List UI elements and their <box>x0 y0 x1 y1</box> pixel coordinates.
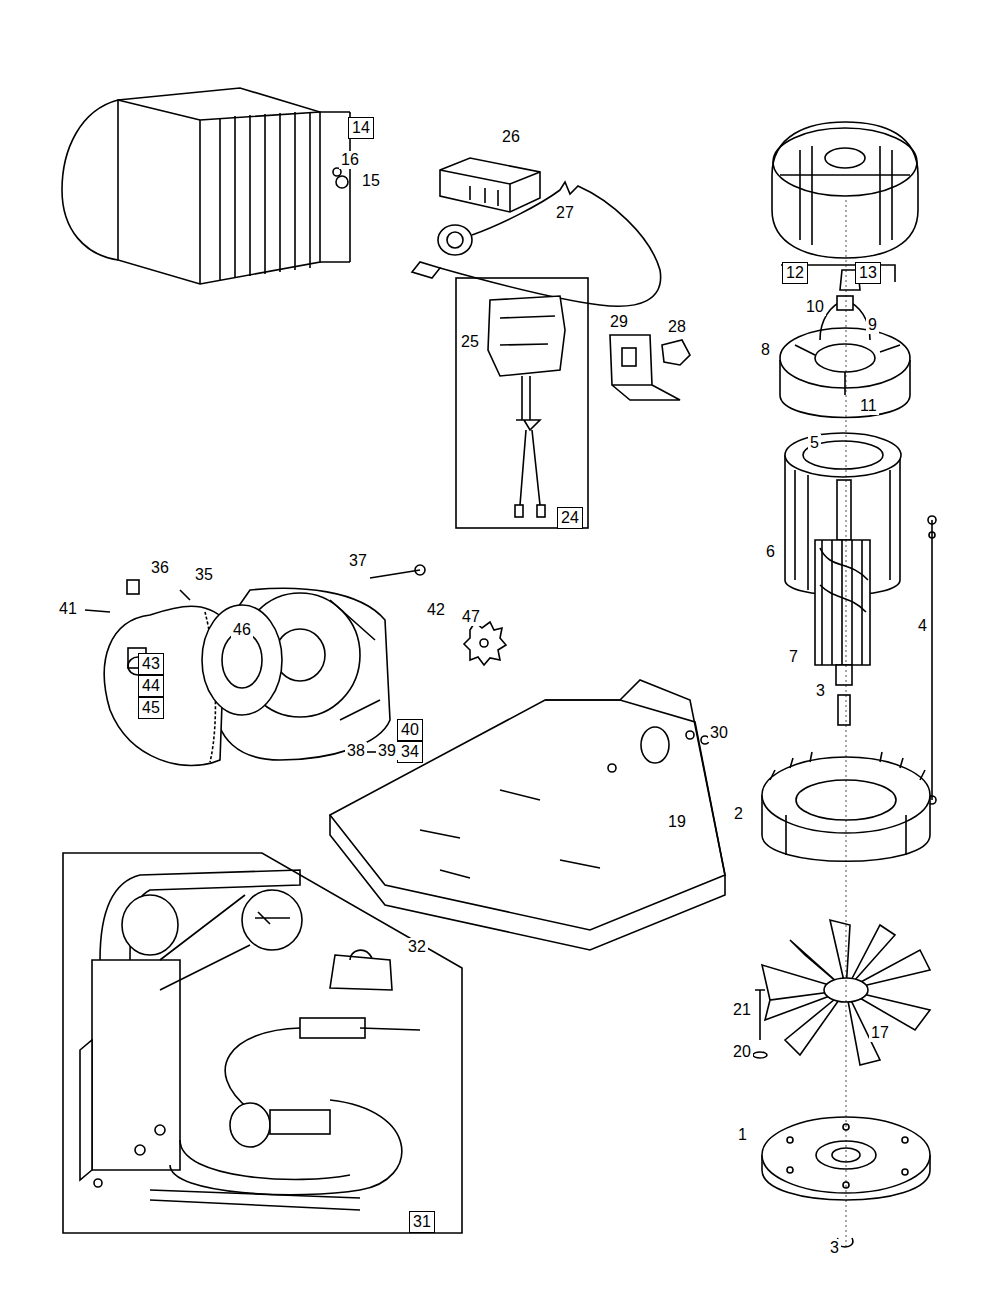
bracket-slot <box>622 348 636 366</box>
position-sensor <box>80 870 420 1210</box>
grommet <box>662 340 690 365</box>
sensor-cable <box>412 182 661 306</box>
callout-number: 25 <box>459 333 481 351</box>
thermal-switch <box>488 296 565 517</box>
callout-number: 27 <box>554 204 576 222</box>
end-cap <box>772 122 918 290</box>
callout-number: 10 <box>804 298 826 316</box>
callout-number: 43 <box>138 653 164 675</box>
callout-number: 35 <box>193 566 215 584</box>
brush-holder <box>780 296 910 418</box>
callout-number: 4 <box>916 617 929 635</box>
assembly-axis <box>846 200 847 1250</box>
gearbox <box>85 565 425 766</box>
callout-number: 17 <box>869 1024 891 1042</box>
washer <box>753 1052 767 1058</box>
callout-number: 26 <box>500 128 522 146</box>
callout-number: 29 <box>608 313 630 331</box>
callout-number: 7 <box>787 648 800 666</box>
callout-number: 39 <box>376 742 398 760</box>
kit-frame <box>63 853 462 1233</box>
pinion-gear <box>464 622 506 665</box>
callout-number: 37 <box>347 552 369 570</box>
callout-number: 47 <box>460 608 482 626</box>
callout-number: 2 <box>732 805 745 823</box>
callout-number: 34 <box>397 741 423 763</box>
callout-number: 21 <box>731 1001 753 1019</box>
callout-number: 9 <box>866 316 879 334</box>
callout-number: 5 <box>808 434 821 452</box>
callout-number: 20 <box>731 1043 753 1061</box>
callout-number: 12 <box>782 262 808 284</box>
callout-number: 42 <box>425 601 447 619</box>
plug-connector <box>440 158 540 212</box>
callout-number: 44 <box>138 675 164 697</box>
tie-rod <box>928 516 936 804</box>
callout-number: 11 <box>858 397 879 415</box>
callout-number: 19 <box>666 813 688 831</box>
callout-number: 14 <box>348 117 374 139</box>
callout-number: 32 <box>406 938 428 956</box>
motor-cover <box>62 88 350 284</box>
mounting-plate <box>330 680 725 950</box>
callout-number: 3 <box>814 682 827 700</box>
callout-number: 24 <box>557 507 583 529</box>
callout-number: 30 <box>708 724 730 742</box>
callout-number: 3 <box>828 1239 841 1257</box>
callout-number: 13 <box>855 262 881 284</box>
callout-number: 46 <box>231 621 253 639</box>
callout-number: 16 <box>339 151 361 169</box>
callout-number: 15 <box>360 172 382 190</box>
callout-number: 28 <box>666 318 688 336</box>
callout-number: 31 <box>409 1211 435 1233</box>
callout-number: 41 <box>57 600 79 618</box>
screw <box>755 990 765 1040</box>
kit-frame <box>456 278 588 528</box>
callout-number: 8 <box>759 341 772 359</box>
callout-number: 38 <box>345 742 367 760</box>
callout-number: 6 <box>764 543 777 561</box>
callout-number: 36 <box>149 559 171 577</box>
callout-number: 1 <box>736 1126 749 1144</box>
callout-number: 40 <box>397 719 423 741</box>
callout-number: 45 <box>138 697 164 719</box>
armature <box>815 480 870 725</box>
